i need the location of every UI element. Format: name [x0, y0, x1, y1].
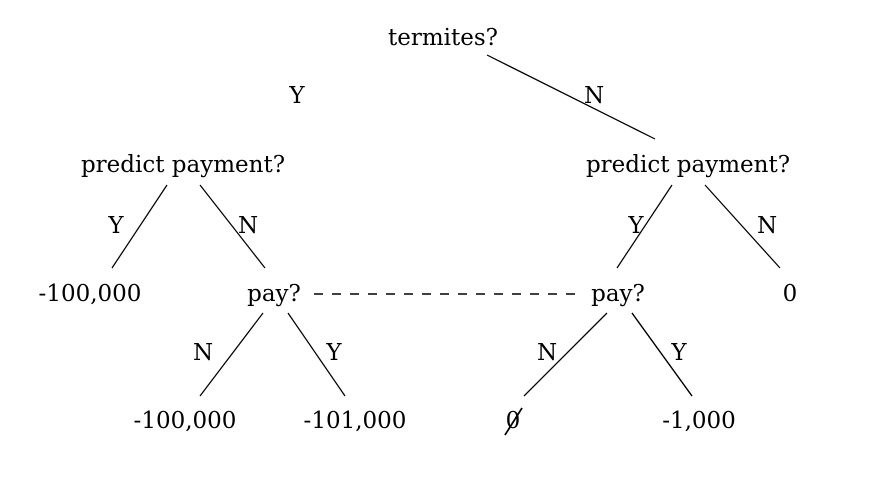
strikethrough-group	[504, 407, 523, 436]
edge-right-predict-to-leaf	[199, 312, 264, 397]
branch-label-root-yes: Y	[288, 83, 305, 109]
edge-root-to-left-predict	[486, 54, 656, 140]
node-predict-payment-left[interactable]: predict payment?	[81, 152, 285, 178]
branch-label-left-predict-yes: Y	[107, 213, 124, 239]
branch-label-right-pay-yes: Y	[670, 340, 687, 366]
leaf-right-predict-no: 0	[783, 281, 798, 307]
edge-group	[111, 54, 781, 397]
branch-label-right-predict-yes: Y	[627, 213, 644, 239]
branch-label-left-pay-yes: Y	[325, 340, 342, 366]
strikethrough-zero-icon	[504, 407, 523, 436]
edge-left-predict-to-pay	[616, 184, 673, 269]
edge-right-predict-to-pay	[704, 184, 781, 269]
node-pay-right[interactable]: pay?	[591, 281, 645, 307]
leaf-left-pay-yes: -101,000	[304, 408, 407, 434]
leaf-left-predict-yes: -100,000	[39, 281, 142, 307]
edge-left-pay-to-yes-leaf	[523, 312, 608, 397]
branch-label-left-pay-no: N	[193, 340, 213, 366]
edge-left-pay-to-no-leaf	[287, 312, 346, 397]
node-predict-payment-right[interactable]: predict payment?	[586, 152, 790, 178]
node-termites[interactable]: termites?	[388, 25, 498, 51]
leaf-left-pay-no: -100,000	[134, 408, 237, 434]
branch-label-root-no: N	[584, 83, 604, 109]
node-pay-left[interactable]: pay?	[247, 281, 301, 307]
branch-label-group: Y N Y N Y N N Y N Y	[107, 83, 777, 366]
edge-right-pay-to-yes-leaf	[631, 312, 693, 397]
edge-left-predict-to-leaf	[199, 184, 266, 269]
branch-label-left-predict-no: N	[238, 213, 258, 239]
branch-label-right-predict-no: N	[757, 213, 777, 239]
edge-root-to-right-predict	[111, 184, 168, 269]
leaf-right-pay-yes: -1,000	[662, 408, 736, 434]
branch-label-right-pay-no: N	[537, 340, 557, 366]
